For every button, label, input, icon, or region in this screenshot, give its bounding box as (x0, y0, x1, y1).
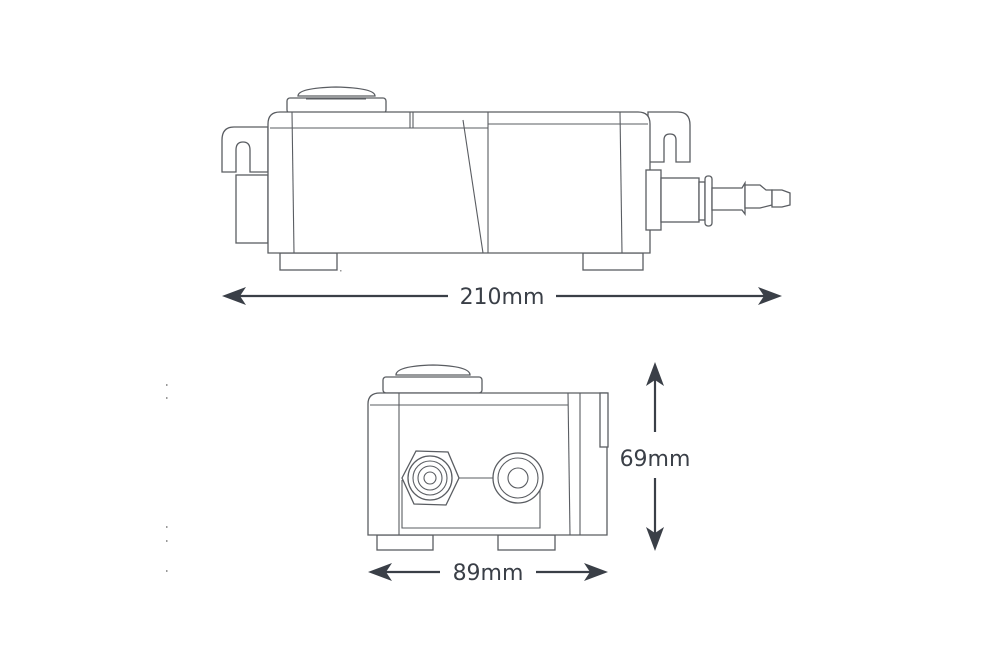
width-label: 89mm (453, 561, 524, 586)
end-view-pump (367, 364, 609, 551)
cap-top (395, 364, 471, 376)
pump-body-end (367, 392, 608, 536)
outlet-hose-barb (645, 169, 791, 231)
length-dimension: 210mm (222, 285, 782, 310)
side-tab (599, 392, 609, 448)
pump-body (267, 111, 651, 254)
left-mounting-bracket (221, 126, 269, 173)
left-side-box (235, 174, 269, 244)
length-label: 210mm (460, 285, 545, 310)
outlet-port (492, 452, 544, 504)
foot (279, 252, 338, 271)
height-label: 69mm (620, 447, 691, 472)
foot (376, 534, 434, 551)
foot (497, 534, 556, 551)
cap-base (382, 376, 483, 394)
inlet-nut (401, 450, 460, 506)
margin-marks (166, 270, 342, 572)
foot (582, 252, 644, 271)
right-mounting-bracket (647, 111, 691, 163)
width-dimension: 89mm (368, 561, 608, 586)
height-dimension: 69mm (620, 362, 691, 551)
cap-base (286, 97, 387, 114)
side-view-pump (221, 86, 791, 271)
cap-top (297, 86, 376, 97)
